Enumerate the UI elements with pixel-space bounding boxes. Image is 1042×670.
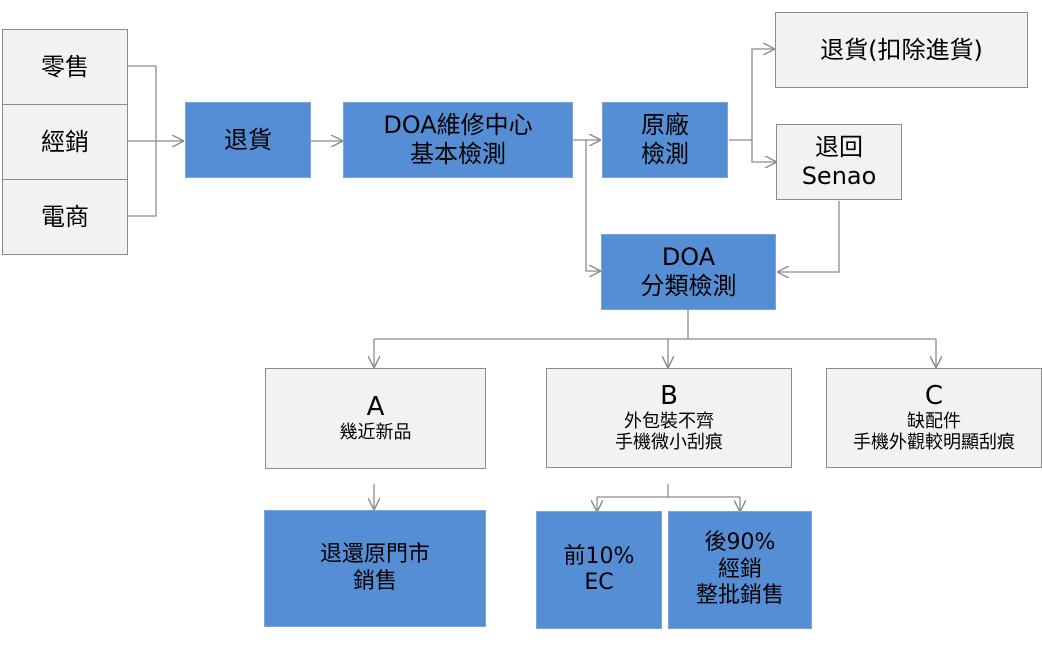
- outcome-b2-node: 後90% 經銷 整批銷售: [668, 511, 812, 629]
- source-ecommerce: 電商: [2, 179, 128, 255]
- grade-b-desc1: 外包裝不齊: [624, 410, 714, 432]
- source-retail-label: 零售: [41, 52, 89, 81]
- doa-center-line1: DOA維修中心: [383, 111, 533, 140]
- outcome-b2-line2: 經銷: [717, 556, 762, 582]
- grade-c-desc2: 手機外觀較明顯刮痕: [853, 432, 1015, 454]
- doa-classify-line2: 分類檢測: [640, 272, 737, 300]
- grade-a-letter: A: [366, 392, 385, 423]
- outcome-a-line1: 退還原門市: [319, 542, 430, 568]
- source-retail: 零售: [2, 29, 128, 105]
- doa-center-line2: 基本檢測: [410, 140, 506, 168]
- grade-b-node: B 外包裝不齊 手機微小刮痕: [546, 368, 792, 468]
- grade-a-node: A 幾近新品: [265, 368, 486, 469]
- return-deduct-label: 退貨(扣除進貨): [820, 35, 983, 64]
- outcome-b2-line3: 整批銷售: [695, 583, 784, 609]
- factory-test-line2: 檢測: [641, 140, 689, 168]
- connector-to-deduct: [751, 49, 775, 140]
- return-goods-label: 退貨: [224, 125, 272, 154]
- return-goods-node: 退貨: [185, 102, 311, 178]
- grade-a-desc: 幾近新品: [339, 422, 412, 443]
- return-senao-node: 退回 Senao: [776, 124, 902, 200]
- factory-test-line1: 原廠: [641, 111, 689, 140]
- grade-b-letter: B: [660, 381, 678, 412]
- outcome-a-node: 退還原門市 銷售: [264, 510, 486, 627]
- return-senao-line2: Senao: [801, 162, 877, 190]
- doa-center-node: DOA維修中心 基本檢測: [343, 102, 573, 178]
- outcome-b1-node: 前10% EC: [536, 511, 662, 629]
- outcome-b1-line1: 前10%: [563, 543, 635, 569]
- grade-c-letter: C: [924, 381, 944, 412]
- outcome-b2-line1: 後90%: [704, 530, 776, 556]
- source-ecommerce-label: 電商: [41, 202, 89, 231]
- connector-doa-to-classify: [585, 140, 601, 271]
- doa-classify-line1: DOA: [661, 243, 716, 272]
- connector-senao-to-classify: [777, 201, 840, 272]
- source-dealer-label: 經銷: [41, 127, 89, 156]
- return-senao-line1: 退回: [815, 133, 863, 162]
- grade-c-node: C 缺配件 手機外觀較明顯刮痕: [826, 368, 1042, 468]
- connector-to-senao: [751, 140, 777, 162]
- grade-b-desc2: 手機微小刮痕: [615, 432, 723, 454]
- source-dealer: 經銷: [2, 104, 128, 180]
- factory-test-node: 原廠 檢測: [602, 102, 728, 178]
- outcome-a-line2: 銷售: [352, 568, 397, 594]
- grade-c-desc1: 缺配件: [907, 410, 961, 432]
- return-deduct-node: 退貨(扣除進貨): [775, 12, 1028, 88]
- outcome-b1-line2: EC: [584, 570, 614, 595]
- doa-classify-node: DOA 分類檢測: [601, 234, 776, 310]
